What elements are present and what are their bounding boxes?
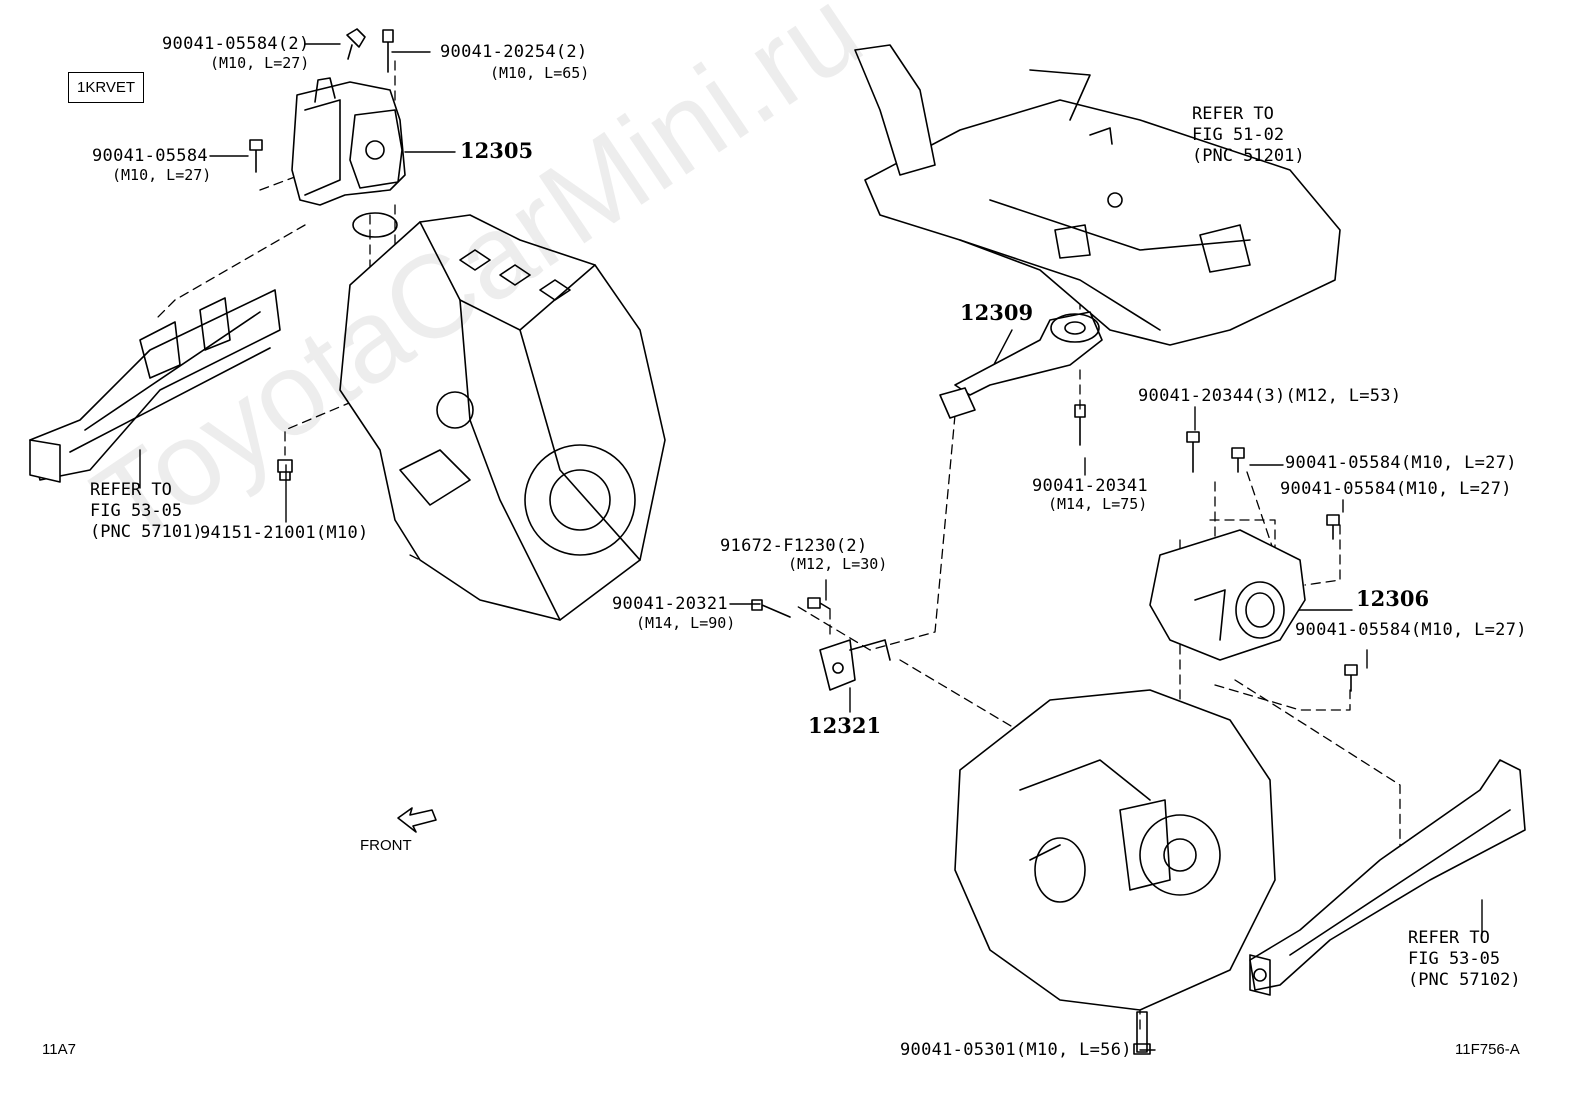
- bracket-12321: [819, 639, 891, 691]
- refer-fig-51-02-51201: REFER TO FIG 51-02 (PNC 51201): [1192, 104, 1305, 166]
- callout-bolt-20321: 90041-20321: [612, 594, 728, 614]
- callout-mount-12305: 12305: [460, 138, 534, 163]
- callout-bolt-20254: 90041-20254(2): [440, 42, 588, 62]
- frame-rail-left: [29, 289, 281, 483]
- figure-id: 11F756-A: [1455, 1041, 1520, 1058]
- callout-bolt-20344: 90041-20344(3)(M12, L=53): [1138, 386, 1402, 406]
- callout-mount-12306: 12306: [1356, 586, 1430, 611]
- engine-block: [339, 212, 666, 621]
- callout-bolt-05584-x2: 90041-05584(2): [162, 34, 310, 54]
- sheet-id: 11A7: [42, 1041, 76, 1058]
- rear-mount-12309: [939, 311, 1103, 419]
- callout-bolt-20341-spec: (M14, L=75): [1048, 495, 1148, 513]
- callout-bolt-05301: 90041-05301(M10, L=56): [900, 1040, 1132, 1060]
- callout-bracket-12321: 12321: [808, 713, 882, 738]
- refer-fig-53-05-57101: REFER TO FIG 53-05 (PNC 57101): [90, 480, 203, 542]
- engine-code-box: 1KRVET: [68, 72, 145, 103]
- callout-bolt-05584-c: 90041-05584(M10, L=27): [1295, 620, 1527, 640]
- callout-bolt-05584-b: 90041-05584(M10, L=27): [1280, 479, 1512, 499]
- callout-bolt-20321-spec: (M14, L=90): [636, 614, 736, 632]
- callout-bolt-05584-a: 90041-05584(M10, L=27): [1285, 453, 1517, 473]
- callout-bolt-20254-spec: (M10, L=65): [490, 64, 590, 82]
- refer-fig-53-05-57102: REFER TO FIG 53-05 (PNC 57102): [1408, 928, 1521, 990]
- front-subframe: [854, 44, 1341, 346]
- callout-bolt-f1230: 91672-F1230(2): [720, 536, 868, 556]
- frame-rail-right: [1249, 759, 1526, 996]
- callout-mount-12309: 12309: [960, 300, 1034, 325]
- front-label: FRONT: [360, 837, 412, 854]
- callout-nut-21001: 94151-21001(M10): [200, 523, 369, 543]
- engine-mount-12305: [291, 77, 406, 206]
- callout-bolt-20341: 90041-20341: [1032, 476, 1148, 496]
- bolt-icons: [249, 28, 1358, 1055]
- callout-bolt-05584: 90041-05584: [92, 146, 208, 166]
- transmission: [954, 689, 1276, 1011]
- callout-bolt-05584-x2-spec: (M10, L=27): [210, 54, 310, 72]
- callout-bolt-05584-spec: (M10, L=27): [112, 166, 212, 184]
- front-arrow-icon: [397, 807, 437, 833]
- lh-mount-12306: [1149, 529, 1306, 661]
- callout-bolt-f1230-spec: (M12, L=30): [788, 555, 888, 573]
